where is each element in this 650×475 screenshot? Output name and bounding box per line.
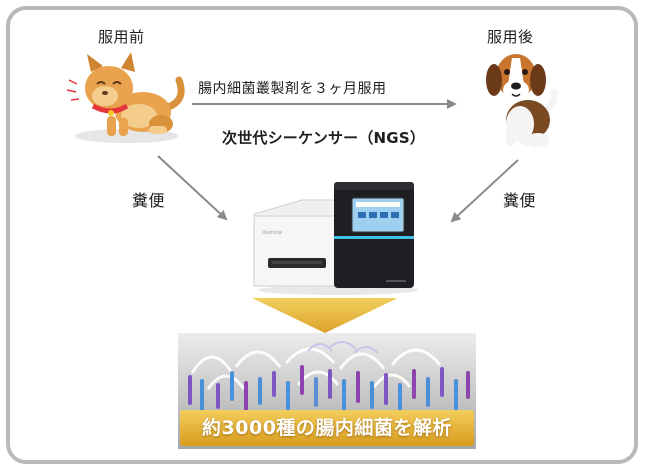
dog-after-icon: [486, 54, 558, 147]
treatment-label: 腸内細菌叢製剤を３ヶ月服用: [198, 81, 387, 97]
diagram-frame: [6, 6, 638, 464]
ngs-sequencer-icon: illumina: [253, 182, 418, 295]
after-label: 服用後: [487, 28, 534, 46]
before-label: 服用前: [98, 28, 145, 46]
sequencer-label: 次世代シーケンサー（NGS）: [222, 129, 426, 147]
stool-label-left: 糞便: [132, 191, 166, 210]
down-triangle: [252, 298, 398, 333]
result-banner: 約3000種の腸内細菌を解析: [180, 410, 474, 446]
stool-label-right: 糞便: [503, 191, 537, 210]
svg-text:illumina: illumina: [262, 230, 282, 236]
stool-arrow-right: [450, 159, 519, 223]
stool-arrow-left: [157, 155, 228, 221]
dog-before-icon: [66, 52, 185, 143]
